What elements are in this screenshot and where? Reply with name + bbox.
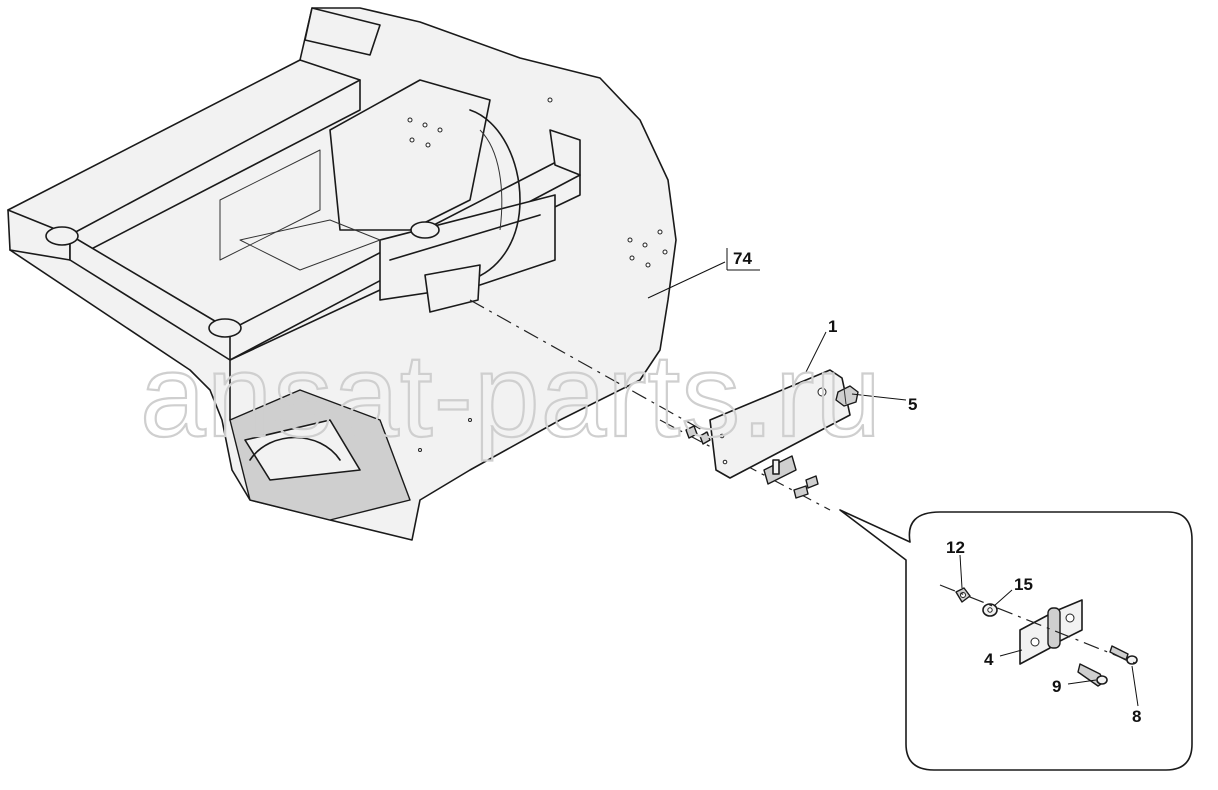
callout-9: 9 bbox=[1052, 677, 1061, 696]
callout-1: 1 bbox=[828, 317, 837, 336]
screw-detail bbox=[1077, 663, 1108, 687]
callout-5: 5 bbox=[908, 395, 917, 414]
detail-outline bbox=[839, 509, 1193, 771]
chassis-frame bbox=[7, 7, 677, 541]
callout-8: 8 bbox=[1132, 707, 1141, 726]
cover-panel bbox=[709, 369, 851, 479]
bolt-detail bbox=[1109, 645, 1138, 665]
latch bbox=[835, 385, 859, 407]
screws-small bbox=[685, 425, 819, 499]
callout-12: 12 bbox=[946, 538, 965, 557]
callout-4: 4 bbox=[984, 650, 994, 669]
callout-74: 74 bbox=[733, 249, 752, 268]
washer-detail bbox=[982, 603, 998, 617]
hinge-detail bbox=[1019, 599, 1083, 665]
watermark: ansat-parts.ru bbox=[140, 330, 882, 462]
nut-detail bbox=[955, 587, 971, 603]
callout-15: 15 bbox=[1014, 575, 1033, 594]
leader-lines bbox=[647, 248, 1139, 707]
assembly-line-detail bbox=[939, 584, 1141, 666]
hole-pattern bbox=[407, 97, 668, 452]
hinge-small bbox=[763, 455, 797, 485]
